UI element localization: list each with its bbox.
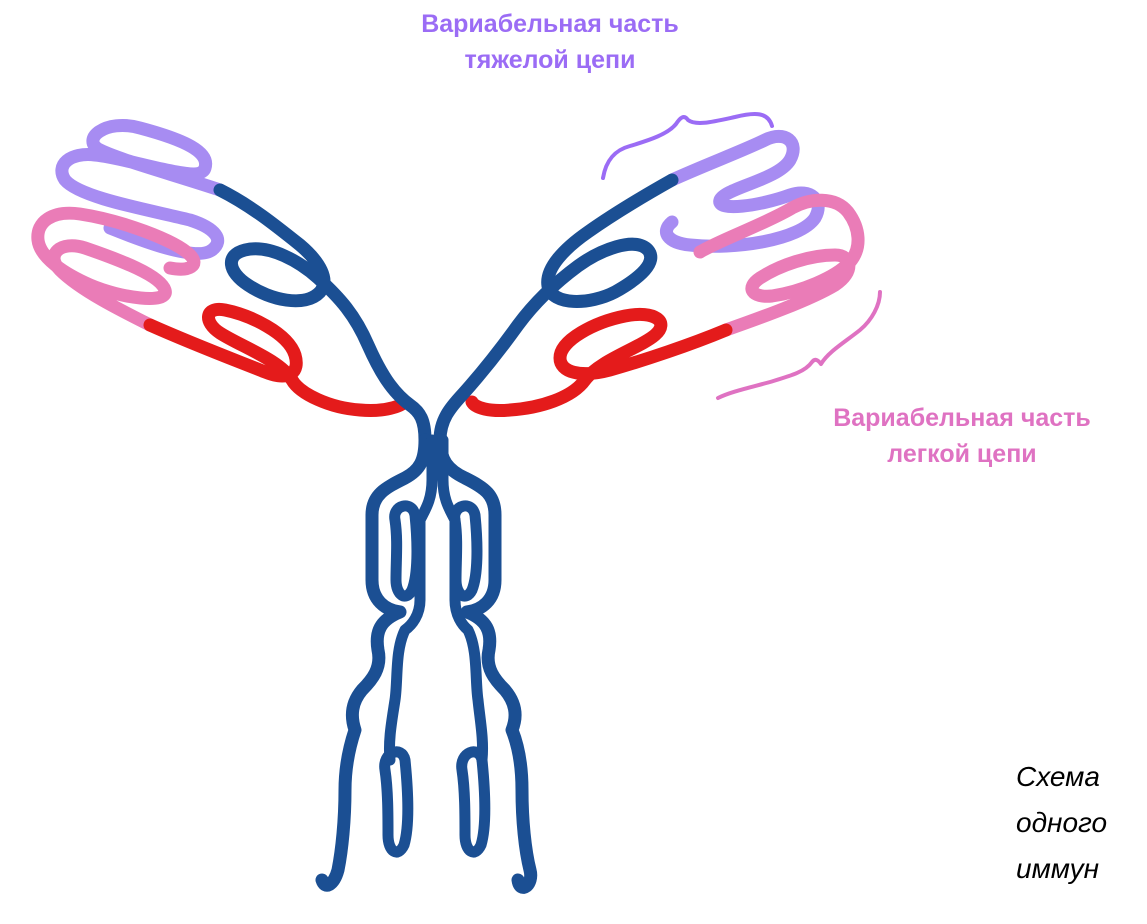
diagram-caption: Схема одного иммун: [1016, 754, 1107, 892]
right-ch3-loop: [462, 752, 485, 852]
light-label-line2: легкой цепи: [722, 436, 1147, 472]
light-chain-variable-label: Вариабельная часть легкой цепи: [722, 400, 1147, 472]
heavy-chain-variable-label: Вариабельная часть тяжелой цепи: [330, 6, 770, 78]
left-ch2-loop: [395, 506, 417, 596]
right-light-variable-domain: [700, 200, 858, 330]
left-ch3-loop: [385, 752, 408, 852]
light-label-line1: Вариабельная часть: [722, 400, 1147, 436]
left-light-constant-domain: [150, 309, 405, 410]
heavy-label-line2: тяжелой цепи: [330, 42, 770, 78]
caption-line1: Схема: [1016, 754, 1107, 800]
caption-line3: иммун: [1016, 846, 1107, 892]
heavy-label-line1: Вариабельная часть: [330, 6, 770, 42]
caption-line2: одного: [1016, 800, 1107, 846]
